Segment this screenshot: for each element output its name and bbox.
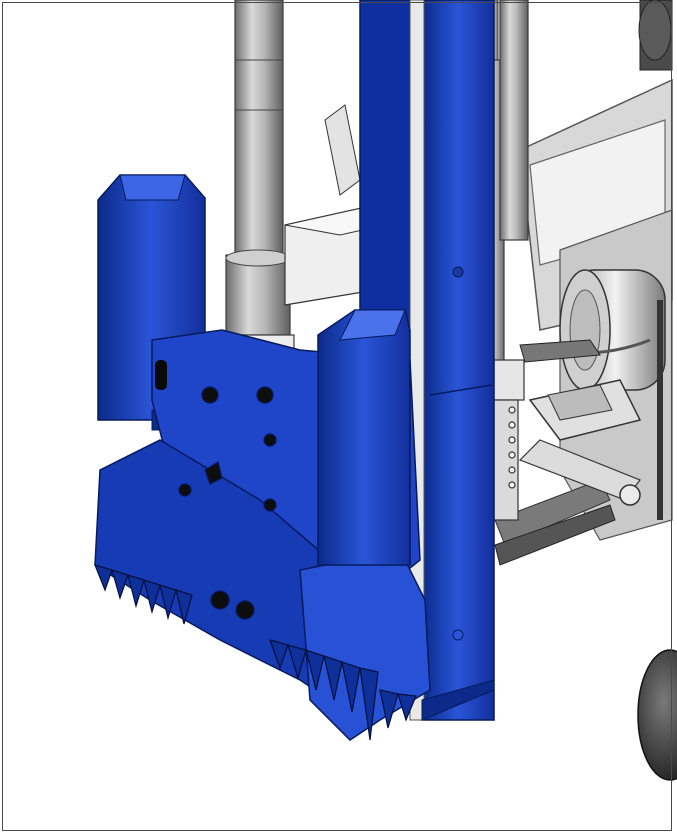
bucket-holes bbox=[178, 386, 277, 620]
bucket-teeth bbox=[93, 564, 417, 741]
wheel bbox=[637, 300, 677, 781]
linkage-arm bbox=[518, 338, 651, 506]
motor-cylinder bbox=[559, 269, 666, 391]
front-block bbox=[317, 309, 411, 566]
